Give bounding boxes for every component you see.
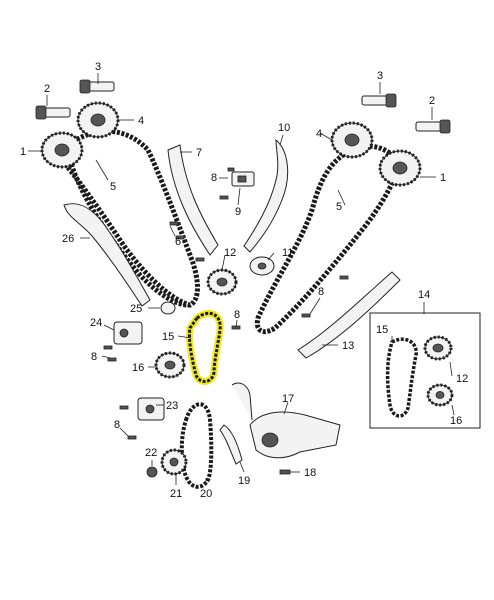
callout-26: 26 xyxy=(62,233,74,245)
callout-6: 6 xyxy=(175,236,181,248)
callout-15-highlight: 15 xyxy=(162,331,174,343)
tensioner-24 xyxy=(113,321,143,345)
right-guide-10 xyxy=(243,138,289,253)
callout-7: 7 xyxy=(196,147,202,159)
small-bolts xyxy=(103,167,349,475)
balance-shaft-chain xyxy=(179,402,214,489)
callout-24: 24 xyxy=(90,317,102,329)
leader-lines xyxy=(28,73,455,485)
left-bolt-3 xyxy=(79,79,115,94)
callout-5-right: 5 xyxy=(336,201,342,213)
callout-10: 10 xyxy=(278,122,290,134)
callout-12-crank: 12 xyxy=(224,247,236,259)
callout-8-center: 8 xyxy=(234,309,240,321)
callout-25: 25 xyxy=(130,303,142,315)
callout-15-inset: 15 xyxy=(376,324,388,336)
callout-labels: 3 2 4 1 5 7 8 9 6 26 12 11 10 3 2 4 1 5 … xyxy=(20,61,468,500)
callout-22: 22 xyxy=(145,447,157,459)
right-bolt-2 xyxy=(415,119,451,134)
left-exhaust-phaser-1 xyxy=(40,131,84,169)
idler-11 xyxy=(249,256,275,276)
right-guide-13 xyxy=(297,271,401,359)
callout-3-right: 3 xyxy=(377,70,383,82)
callout-23: 23 xyxy=(166,400,178,412)
callout-8-right: 8 xyxy=(318,286,324,298)
oil-pump-chain-highlighted xyxy=(186,309,224,385)
left-intake-phaser-4 xyxy=(76,101,120,139)
bolt-22 xyxy=(146,466,158,478)
callout-21: 21 xyxy=(170,488,182,500)
tensioner-9 xyxy=(231,171,255,187)
callout-16-lower: 16 xyxy=(132,362,144,374)
callout-2-right: 2 xyxy=(429,95,435,107)
inset-frame xyxy=(369,312,481,429)
tensioner-23 xyxy=(137,397,165,421)
callout-14: 14 xyxy=(418,289,430,301)
callout-16-inset: 16 xyxy=(450,415,462,427)
callout-8-upper: 8 xyxy=(211,172,217,184)
callout-17: 17 xyxy=(282,393,294,405)
callout-18: 18 xyxy=(304,467,316,479)
left-guide-7 xyxy=(167,144,219,256)
callout-13: 13 xyxy=(342,340,354,352)
sprocket-21 xyxy=(160,448,188,476)
oil-pump-sprocket-16 xyxy=(154,351,186,379)
left-guide-26 xyxy=(63,203,151,307)
inset-chain xyxy=(385,337,418,418)
right-bolt-3 xyxy=(361,93,397,108)
callout-1-left: 1 xyxy=(20,146,26,158)
callout-8-left-low: 8 xyxy=(114,419,120,431)
callout-11: 11 xyxy=(282,247,293,259)
oil-pump-17 xyxy=(231,382,341,459)
inset-sprocket-16 xyxy=(426,383,454,407)
right-intake-phaser-4 xyxy=(330,121,374,159)
washer-25 xyxy=(160,301,176,315)
callout-3-left: 3 xyxy=(95,61,101,73)
callout-12-inset: 12 xyxy=(456,373,468,385)
callout-2-left: 2 xyxy=(44,83,50,95)
callout-8-left-mid: 8 xyxy=(91,351,97,363)
callout-20: 20 xyxy=(200,488,212,500)
right-exhaust-phaser-1 xyxy=(378,149,422,187)
inset-sprocket-12 xyxy=(423,335,453,361)
callout-5-left: 5 xyxy=(110,181,116,193)
left-timing-chain xyxy=(59,128,200,308)
callout-9: 9 xyxy=(235,206,241,218)
callout-19: 19 xyxy=(238,475,250,487)
left-bolt-2 xyxy=(35,105,71,120)
callout-4-left: 4 xyxy=(138,115,144,127)
guide-19 xyxy=(219,424,243,465)
callout-1-right: 1 xyxy=(440,172,446,184)
callout-4-right: 4 xyxy=(316,128,322,140)
crank-sprocket-12 xyxy=(206,268,238,296)
